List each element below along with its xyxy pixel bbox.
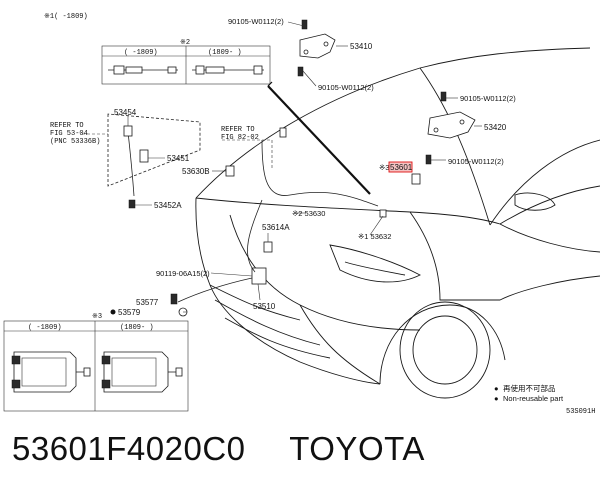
label-highlight-mark: ※3 [379, 163, 389, 172]
label-53601: 53601 [390, 163, 413, 172]
refer2-line1: REFER TO [221, 126, 255, 134]
legend-text-2: Non-reusable part [503, 394, 564, 403]
release-lever-53451 [107, 113, 201, 197]
label-53630: ※2 53630 [292, 209, 325, 218]
refer1-line3: (PNC 53336B) [50, 138, 100, 146]
legend-marker-2: ● [494, 394, 499, 403]
label-bolt-top: 90105-W0112(2) [228, 17, 284, 26]
inset-top-col1: ( -1809) [124, 49, 158, 57]
label-53452A: 53452A [154, 201, 182, 210]
label-bolt-right-top: 90105-W0112(2) [460, 94, 516, 103]
inset-top-mark: ※2 [180, 39, 190, 47]
legend-marker-1: ● [494, 384, 499, 393]
inset-bottom-col1: ( -1809) [28, 324, 62, 332]
leader-lines [82, 21, 482, 313]
label-53630B: 53630B [182, 167, 210, 176]
inset-top-col2: (1809- ) [208, 49, 242, 57]
part-number: 53601F4020C0 [12, 430, 246, 467]
label-53510: 53510 [253, 302, 276, 311]
inset-bottom-mark: ※3 [92, 313, 102, 321]
label-53410: 53410 [350, 42, 373, 51]
inset-top: ※2 ( -1809) (1809- ) [101, 39, 271, 85]
label-53420: 53420 [484, 123, 507, 132]
label-bolt-mid: 90105-W0112(2) [318, 83, 374, 92]
label-53577: 53577 [136, 298, 159, 307]
label-53614A: 53614A [262, 223, 290, 232]
part-53601 [411, 173, 421, 185]
part-title: 53601F4020C0 TOYOTA [12, 430, 425, 468]
label-53579: 53579 [118, 308, 141, 317]
label-53632: ※1 53632 [358, 232, 391, 241]
inset-bottom-col2: (1809- ) [120, 324, 154, 332]
highlight-box [388, 161, 413, 173]
car-body [195, 47, 600, 399]
legend: ● 再使用不可部品 ● Non-reusable part [494, 383, 564, 403]
label-bolt-right-bottom: 90105-W0112(2) [448, 157, 504, 166]
inset-bottom: ※3 ( -1809) (1809- ) [3, 313, 189, 412]
label-bolt-lower: 90119-06A15(2) [156, 269, 210, 278]
legend-text-1: 再使用不可部品 [503, 383, 556, 393]
refer1-line1: REFER TO [50, 122, 84, 130]
refer2-line2: FIG 82-02 [221, 134, 259, 142]
brand-name: TOYOTA [289, 430, 425, 467]
diagram-canvas: ※1( -1809) ※2 ( -1809) (1809- ) [3, 13, 600, 416]
non-reusable-dot [110, 309, 116, 315]
label-53454: 53454 [114, 108, 137, 117]
hinge-53420 [425, 91, 476, 165]
refer1-line2: FIG 53-04 [50, 130, 88, 138]
hinge-53410 [297, 19, 336, 77]
note-top-left: ※1( -1809) [44, 13, 88, 21]
label-53451: 53451 [167, 154, 190, 163]
figure-code: 53S091H [566, 408, 595, 416]
